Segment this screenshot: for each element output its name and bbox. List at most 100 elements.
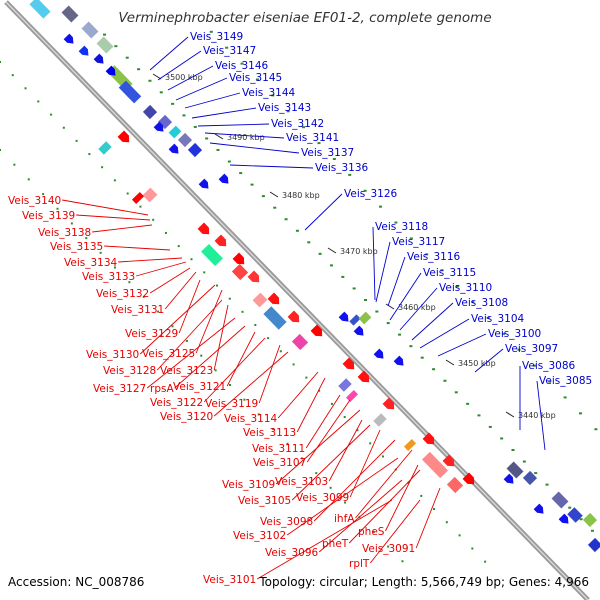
reverse-leader-line bbox=[258, 344, 281, 404]
reverse-gene-box bbox=[291, 333, 309, 351]
forward-gene-label: Veis_3142 bbox=[271, 118, 324, 130]
track-dot bbox=[255, 78, 259, 81]
track-dot bbox=[152, 218, 155, 221]
reverse-gene-label: ihfA bbox=[334, 513, 355, 525]
track-dot bbox=[125, 56, 129, 59]
reverse-gene-arrow bbox=[287, 310, 300, 323]
forward-gene-label: Veis_3147 bbox=[203, 45, 256, 57]
reverse-leader-line bbox=[104, 245, 171, 251]
track-dot bbox=[579, 412, 582, 415]
track-dot bbox=[254, 323, 257, 326]
track-dot bbox=[209, 30, 213, 33]
track-dot bbox=[532, 364, 536, 367]
track-dot bbox=[381, 455, 384, 458]
track-dot bbox=[157, 310, 160, 313]
genome-backbone bbox=[4, 0, 590, 600]
track-dot bbox=[420, 356, 424, 359]
track-dot bbox=[216, 149, 220, 151]
tick-label: 3490 kbp bbox=[227, 133, 265, 142]
dotted-tracks bbox=[0, 30, 598, 563]
reverse-leader-line bbox=[149, 267, 191, 294]
track-dot bbox=[62, 126, 65, 129]
forward-gene-arrow bbox=[218, 173, 229, 184]
reverse-gene-label: Veis_3103 bbox=[275, 476, 328, 488]
reverse-leader-line bbox=[355, 449, 413, 519]
track-dot bbox=[305, 376, 308, 379]
track-dot bbox=[203, 271, 206, 274]
track-dot bbox=[126, 192, 129, 195]
reverse-gene-box bbox=[142, 187, 158, 203]
track-dot bbox=[171, 102, 175, 105]
forward-gene-label: Veis_3136 bbox=[315, 162, 369, 174]
track-dot bbox=[590, 529, 594, 532]
reverse-gene-label: Veis_3125 bbox=[142, 348, 195, 360]
track-dot bbox=[548, 380, 552, 383]
track-dot bbox=[563, 396, 567, 399]
forward-leader-line bbox=[191, 107, 257, 119]
forward-leader-line bbox=[536, 380, 546, 451]
reverse-gene-label: Veis_3123 bbox=[160, 365, 213, 377]
reverse-leader-line bbox=[305, 394, 341, 449]
reverse-gene-arrow bbox=[267, 292, 280, 305]
forward-gene-arrow bbox=[105, 65, 116, 76]
track-dot bbox=[401, 560, 404, 563]
track-dot bbox=[317, 142, 321, 145]
forward-gene-box bbox=[187, 142, 203, 158]
track-dot bbox=[286, 442, 289, 445]
tick-label: 3480 kbp bbox=[282, 191, 320, 200]
reverse-gene-label: pheT bbox=[322, 538, 349, 550]
track-dot bbox=[379, 205, 382, 208]
reverse-leader-line bbox=[256, 499, 393, 580]
reverse-leader-line bbox=[277, 371, 319, 419]
track-dot bbox=[318, 389, 321, 392]
track-dot bbox=[37, 100, 40, 103]
reverse-leader-line bbox=[286, 457, 399, 536]
forward-gene-arrow bbox=[93, 53, 104, 64]
reverse-gene-label: Veis_3133 bbox=[82, 271, 135, 283]
track-dot bbox=[292, 363, 295, 366]
reverse-leader-line bbox=[156, 299, 223, 371]
tick-mark bbox=[505, 411, 515, 418]
reverse-leader-line bbox=[415, 487, 441, 549]
reverse-gene-box bbox=[421, 451, 449, 479]
reverse-gene-label: Veis_3111 bbox=[252, 443, 305, 455]
forward-gene-box bbox=[587, 537, 600, 553]
track-dot bbox=[200, 354, 203, 357]
forward-gene-arrow bbox=[503, 473, 514, 484]
reverse-gene-arrow bbox=[117, 130, 130, 143]
reverse-leader-line bbox=[318, 479, 403, 553]
track-dot bbox=[302, 126, 306, 129]
track-dot bbox=[240, 62, 244, 65]
track-dot bbox=[88, 153, 91, 156]
track-dot bbox=[182, 114, 186, 117]
tick-label: 3460 kbp bbox=[398, 303, 436, 312]
track-dot bbox=[24, 87, 27, 90]
reverse-gene-arrow bbox=[462, 472, 475, 485]
track-dot bbox=[440, 269, 444, 272]
forward-leader-line bbox=[204, 132, 285, 139]
reverse-leader-line bbox=[313, 439, 396, 522]
track-dot bbox=[241, 310, 244, 313]
track-dot bbox=[398, 333, 402, 336]
reverse-gene-label: Veis_3113 bbox=[243, 427, 296, 439]
track-dot bbox=[42, 193, 45, 196]
reverse-gene-box bbox=[201, 243, 223, 267]
track-dot bbox=[75, 139, 78, 142]
reverse-gene-arrow bbox=[357, 370, 370, 383]
track-dot bbox=[534, 472, 538, 475]
forward-leader-line bbox=[149, 36, 189, 71]
forward-gene-box bbox=[81, 21, 99, 39]
track-dot bbox=[171, 325, 174, 328]
forward-gene-label: Veis_3149 bbox=[190, 31, 243, 43]
reverse-gene-label: Veis_3119 bbox=[205, 398, 258, 410]
forward-leader-line bbox=[474, 348, 504, 373]
track-dot bbox=[443, 379, 447, 382]
track-dot bbox=[85, 237, 88, 240]
track-dot bbox=[272, 428, 275, 431]
reverse-gene-box bbox=[263, 306, 287, 330]
forward-gene-box bbox=[582, 512, 598, 528]
track-dot bbox=[394, 221, 398, 224]
track-dot bbox=[103, 33, 107, 36]
